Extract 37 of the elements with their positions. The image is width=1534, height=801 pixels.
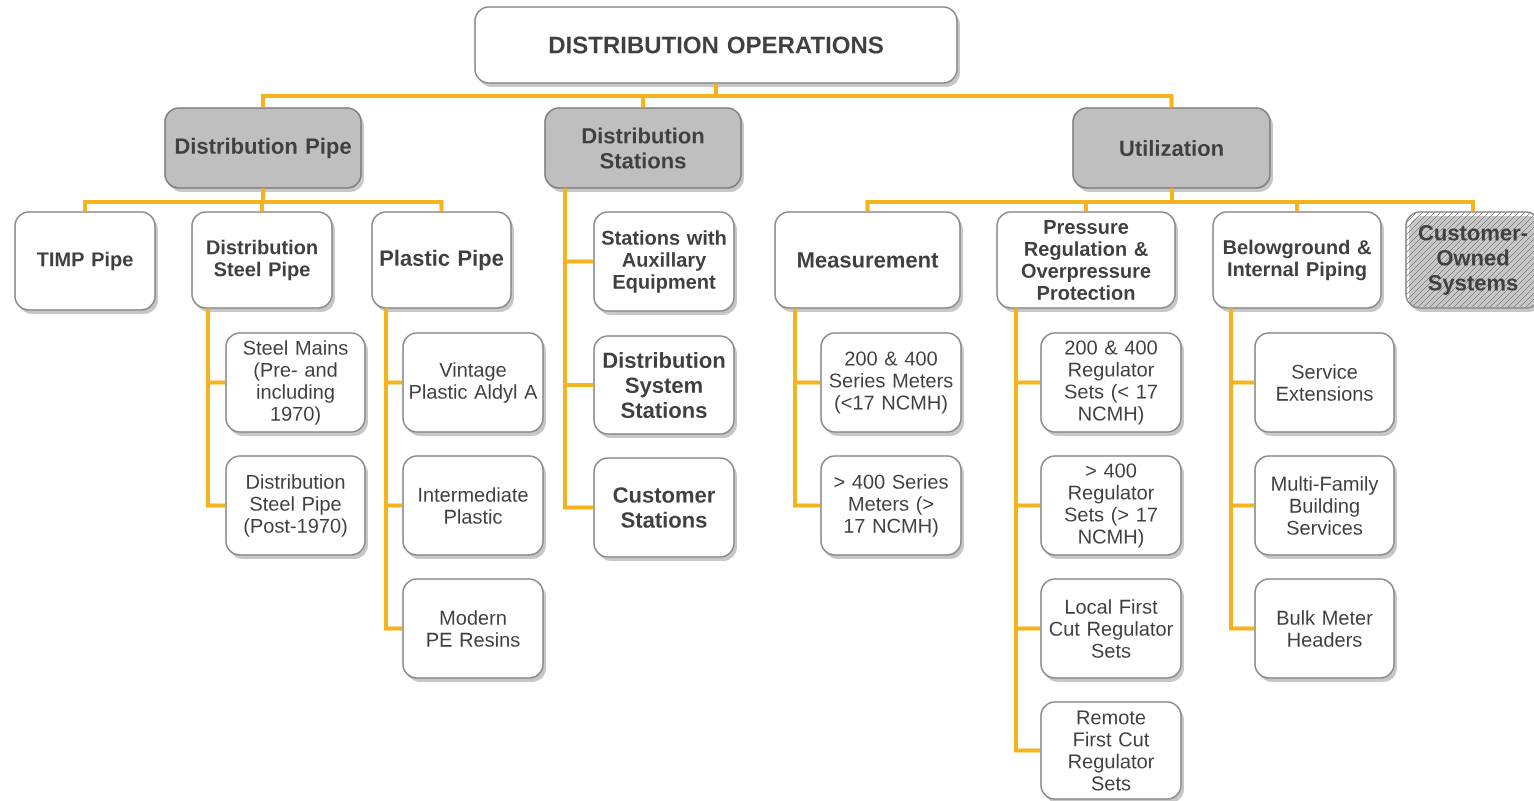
heading-box: Belowground & Internal Piping	[1212, 211, 1384, 312]
item-box: Modern PE Resins	[402, 578, 546, 682]
item-box: > 400 Regulator Sets (> 17 NCMH)	[1040, 455, 1184, 559]
connector-line	[206, 308, 226, 508]
item-box: 200 & 400 Regulator Sets (< 17 NCMH)	[1040, 332, 1184, 436]
connector-line	[1014, 308, 1041, 753]
heading-box: TIMP Pipe	[14, 211, 158, 314]
hatched-box: Customer-Owned Systems	[1405, 211, 1534, 309]
heading-box: Measurement	[774, 211, 963, 312]
connector-line	[793, 308, 821, 508]
heading-box: Stations with Auxillary Equipment	[593, 211, 737, 315]
category-box: Distribution Pipe	[164, 107, 364, 192]
item-box: Bulk Meter Headers	[1254, 578, 1397, 682]
heading-box: Customer Stations	[593, 457, 737, 561]
item-box: Local First Cut Regulator Sets	[1040, 578, 1184, 682]
item-box: Service Extensions	[1254, 332, 1397, 436]
connector-line	[714, 83, 1174, 108]
category-box: Distribution Stations	[544, 107, 744, 192]
connector-line	[1229, 308, 1255, 631]
heading-box: Pressure Regulation & Overpressure Protection	[996, 211, 1178, 312]
category-box: Utilization	[1072, 107, 1273, 192]
heading-box: Distribution Steel Pipe	[191, 211, 335, 312]
connector-line	[384, 308, 403, 631]
connector-line	[1170, 188, 1475, 212]
heading-box: Distribution System Stations	[593, 335, 737, 438]
connector-line	[261, 188, 444, 212]
heading-box: Plastic Pipe	[371, 211, 514, 312]
item-box: Steel Mains (Pre- and including 1970)	[225, 332, 368, 436]
item-box: Multi-Family Building Services	[1254, 455, 1397, 559]
item-box: Remote First Cut Regulator Sets	[1040, 701, 1184, 801]
item-box: Vintage Plastic Aldyl A	[402, 332, 546, 436]
item-box: 200 & 400 Series Meters (<17 NCMH)	[820, 332, 964, 436]
item-box: > 400 Series Meters (> 17 NCMH)	[820, 455, 964, 559]
item-box: Intermediate Plastic	[402, 455, 546, 559]
item-box: Distribution Steel Pipe (Post-1970)	[225, 455, 368, 559]
connector-line	[563, 188, 594, 510]
root-box: DISTRIBUTION OPERATIONS	[474, 6, 960, 87]
